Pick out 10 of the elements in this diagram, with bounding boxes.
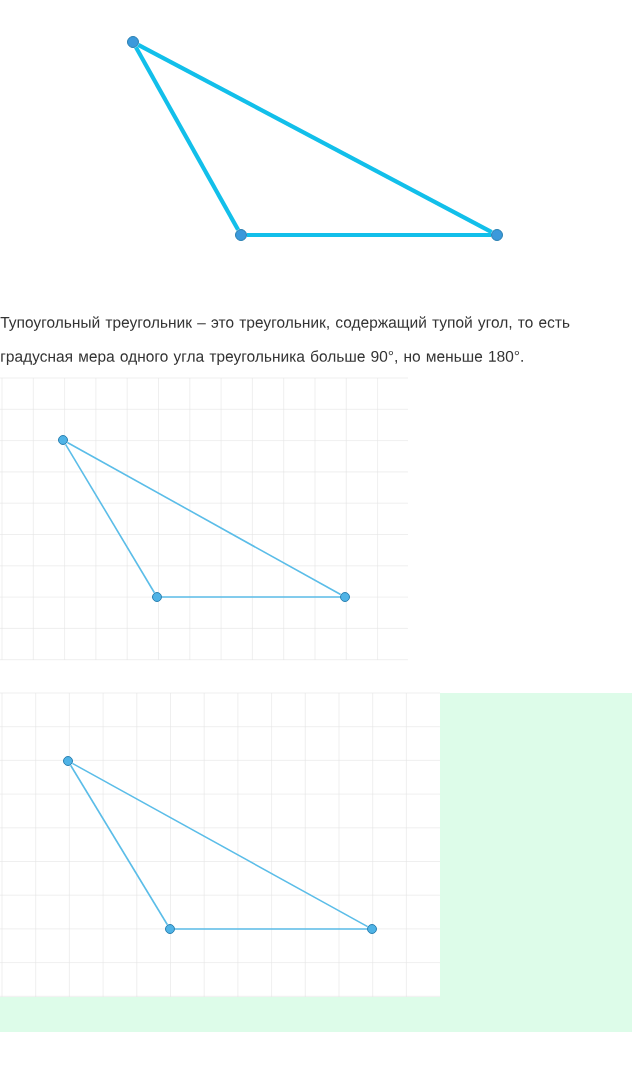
triangle-side <box>161 596 341 598</box>
triangle-side <box>71 762 369 928</box>
triangle-side <box>64 443 156 594</box>
triangle-side <box>134 46 240 231</box>
triangle-side <box>69 764 169 926</box>
triangle-side <box>66 441 342 596</box>
triangle-side <box>247 232 491 238</box>
triangle-side <box>174 928 368 930</box>
paragraph: Тупоугольный треугольник – это треугольник, содержащий тупой угол, то есть градусная мера одного угла треугольника больше 90°, но меньше 180°. <box>0 316 570 365</box>
triangle-side <box>137 42 493 235</box>
